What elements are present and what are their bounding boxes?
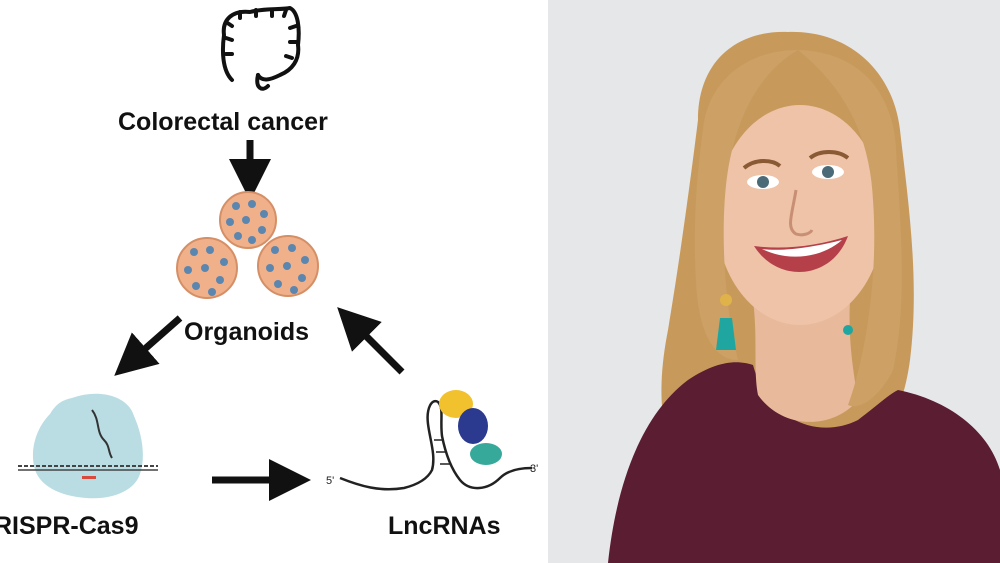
- cas9-complex-icon: [18, 394, 158, 499]
- arrow-to-organoids: [352, 322, 402, 372]
- research-diagram: 5' 3' Colorectal cancer Organoids RISPR-…: [0, 0, 548, 563]
- organoid-cluster-icon: [177, 192, 318, 298]
- svg-text:5': 5': [326, 475, 334, 487]
- portrait-illustration: [548, 0, 1000, 563]
- colon-icon: [223, 8, 299, 89]
- organoid-left: [177, 238, 237, 298]
- colorectal-cancer-label: Colorectal cancer: [118, 108, 328, 137]
- lncrnas-label: LncRNAs: [388, 512, 501, 541]
- svg-text:3': 3': [530, 463, 538, 475]
- crispr-cas9-label: RISPR-Cas9: [0, 512, 139, 541]
- organoid-top: [220, 192, 276, 248]
- diagram-graphics: 5' 3': [0, 0, 548, 563]
- organoids-label: Organoids: [184, 318, 309, 347]
- lncrna-structure-icon: 5' 3': [326, 390, 538, 489]
- arrow-to-crispr: [130, 318, 180, 362]
- face: [716, 105, 884, 325]
- portrait-photo: [548, 0, 1000, 563]
- organoid-right: [258, 236, 318, 296]
